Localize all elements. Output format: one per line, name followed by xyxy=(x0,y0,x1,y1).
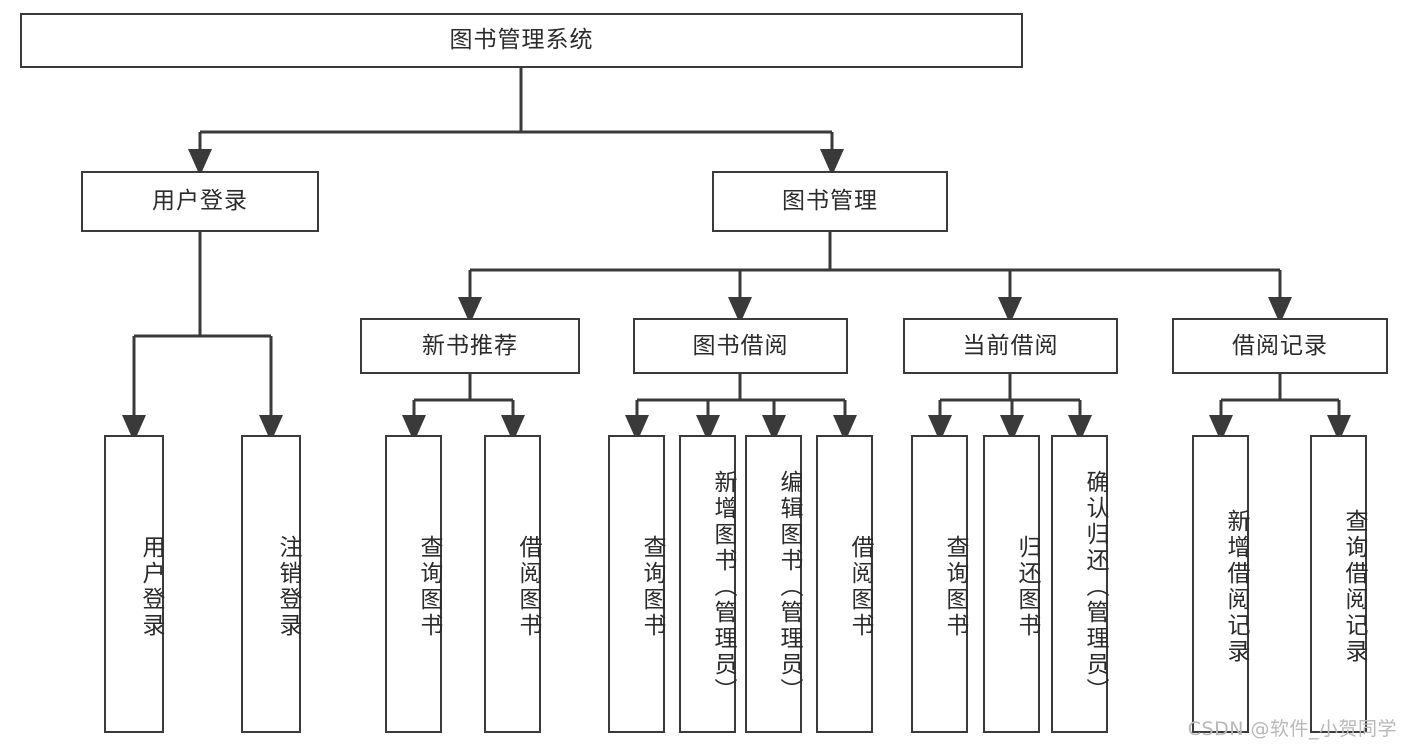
node-book-borrow-label: 图书借阅 xyxy=(692,332,789,359)
node-leaf-add-book-admin-label: 新增图书（管理员） xyxy=(710,470,736,704)
node-leaf-edit-book-admin-label: 编辑图书（管理员） xyxy=(776,470,802,704)
edge-book-management-to-level3 xyxy=(458,232,1292,324)
node-leaf-query-book-current[interactable]: 查询图书 xyxy=(911,435,968,733)
node-leaf-confirm-return-admin-label: 确认归还（管理员） xyxy=(1082,470,1108,704)
node-leaf-query-book-borrow[interactable]: 查询图书 xyxy=(608,435,665,733)
node-leaf-borrow-book[interactable]: 借阅图书 xyxy=(816,435,873,733)
node-leaf-add-borrow-record-label: 新增借阅记录 xyxy=(1223,509,1249,665)
node-current-borrow-label: 当前借阅 xyxy=(962,332,1059,359)
node-root[interactable]: 图书管理系统 xyxy=(20,13,1023,68)
edge-root-to-level2 xyxy=(188,68,844,176)
watermark-text: CSDN @软件_小贺同学 xyxy=(1187,718,1397,740)
node-current-borrow[interactable]: 当前借阅 xyxy=(903,318,1118,374)
node-book-management[interactable]: 图书管理 xyxy=(712,171,948,232)
node-leaf-query-borrow-record-label: 查询借阅记录 xyxy=(1341,509,1367,665)
node-leaf-query-book-recommend[interactable]: 查询图书 xyxy=(385,435,442,733)
edge-current-borrow-to-leaves xyxy=(928,374,1092,442)
node-new-book-recommend[interactable]: 新书推荐 xyxy=(360,318,580,374)
node-book-borrow[interactable]: 图书借阅 xyxy=(633,318,848,374)
node-leaf-add-borrow-record[interactable]: 新增借阅记录 xyxy=(1192,435,1249,733)
node-leaf-borrow-book-recommend-label: 借阅图书 xyxy=(515,535,541,639)
node-leaf-edit-book-admin[interactable]: 编辑图书（管理员） xyxy=(745,435,802,733)
node-leaf-query-book-recommend-label: 查询图书 xyxy=(416,535,442,639)
node-leaf-add-book-admin[interactable]: 新增图书（管理员） xyxy=(679,435,736,733)
node-root-label: 图书管理系统 xyxy=(449,27,594,53)
edge-borrow-record-to-leaves xyxy=(1209,374,1351,442)
node-leaf-query-book-current-label: 查询图书 xyxy=(942,535,968,639)
node-leaf-logout-label: 注销登录 xyxy=(275,535,301,639)
edge-book-borrow-to-leaves xyxy=(625,374,857,442)
edge-user-login-to-leaves xyxy=(122,232,283,442)
node-user-login-label: 用户登录 xyxy=(152,188,248,214)
node-leaf-borrow-book-recommend[interactable]: 借阅图书 xyxy=(484,435,541,733)
node-leaf-confirm-return-admin[interactable]: 确认归还（管理员） xyxy=(1051,435,1108,733)
node-leaf-query-borrow-record[interactable]: 查询借阅记录 xyxy=(1310,435,1367,733)
node-leaf-logout[interactable]: 注销登录 xyxy=(241,435,301,733)
node-new-book-recommend-label: 新书推荐 xyxy=(422,332,518,359)
edge-new-book-recommend-to-leaves xyxy=(402,374,525,442)
node-leaf-user-login[interactable]: 用户登录 xyxy=(104,435,164,733)
node-book-management-label: 图书管理 xyxy=(782,188,878,214)
node-leaf-user-login-label: 用户登录 xyxy=(138,535,164,639)
node-leaf-query-book-borrow-label: 查询图书 xyxy=(639,535,665,639)
node-leaf-return-book[interactable]: 归还图书 xyxy=(983,435,1040,733)
node-leaf-borrow-book-label: 借阅图书 xyxy=(847,535,873,639)
node-borrow-record-label: 借阅记录 xyxy=(1232,332,1328,359)
node-user-login[interactable]: 用户登录 xyxy=(81,171,319,232)
node-leaf-return-book-label: 归还图书 xyxy=(1014,535,1040,639)
node-borrow-record[interactable]: 借阅记录 xyxy=(1172,318,1388,374)
